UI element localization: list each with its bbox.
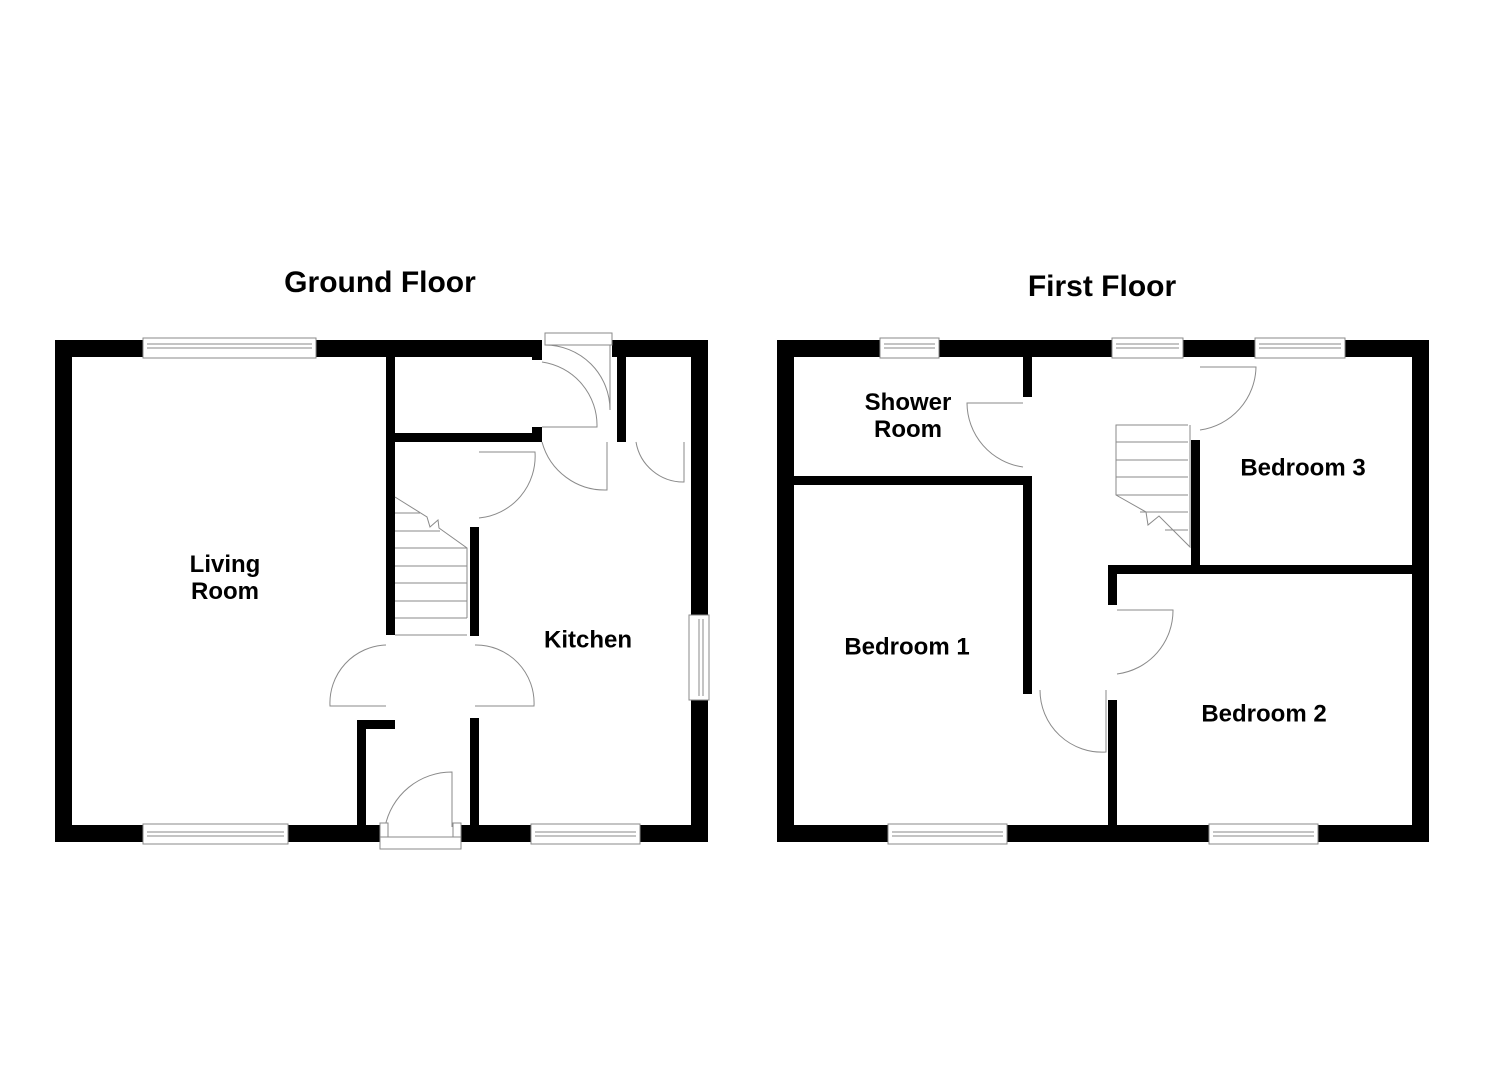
room-label-bedroom-2: Bedroom 2 [1201, 700, 1327, 728]
first-inner-walls [794, 357, 1412, 825]
ground-floor-title: Ground Floor [284, 266, 476, 299]
ground-outer-walls [55, 340, 708, 842]
first-outer-walls [777, 340, 1429, 842]
room-label-living-room: Living Room [189, 551, 261, 605]
room-label-kitchen: Kitchen [543, 626, 633, 654]
ground-floor-plan [55, 332, 710, 850]
ground-windows [142, 332, 710, 850]
first-floor-plan [777, 337, 1429, 845]
ground-doors [329, 344, 685, 838]
first-windows [879, 337, 1346, 845]
ground-inner-walls [357, 346, 626, 825]
room-label-shower-room: Shower Room [864, 389, 952, 443]
first-doors [966, 366, 1257, 753]
room-label-bedroom-1: Bedroom 1 [844, 633, 970, 661]
first-stairs [1115, 424, 1191, 549]
ground-stairs [394, 496, 468, 636]
room-label-bedroom-3: Bedroom 3 [1240, 454, 1366, 482]
first-floor-title: First Floor [1027, 270, 1177, 303]
